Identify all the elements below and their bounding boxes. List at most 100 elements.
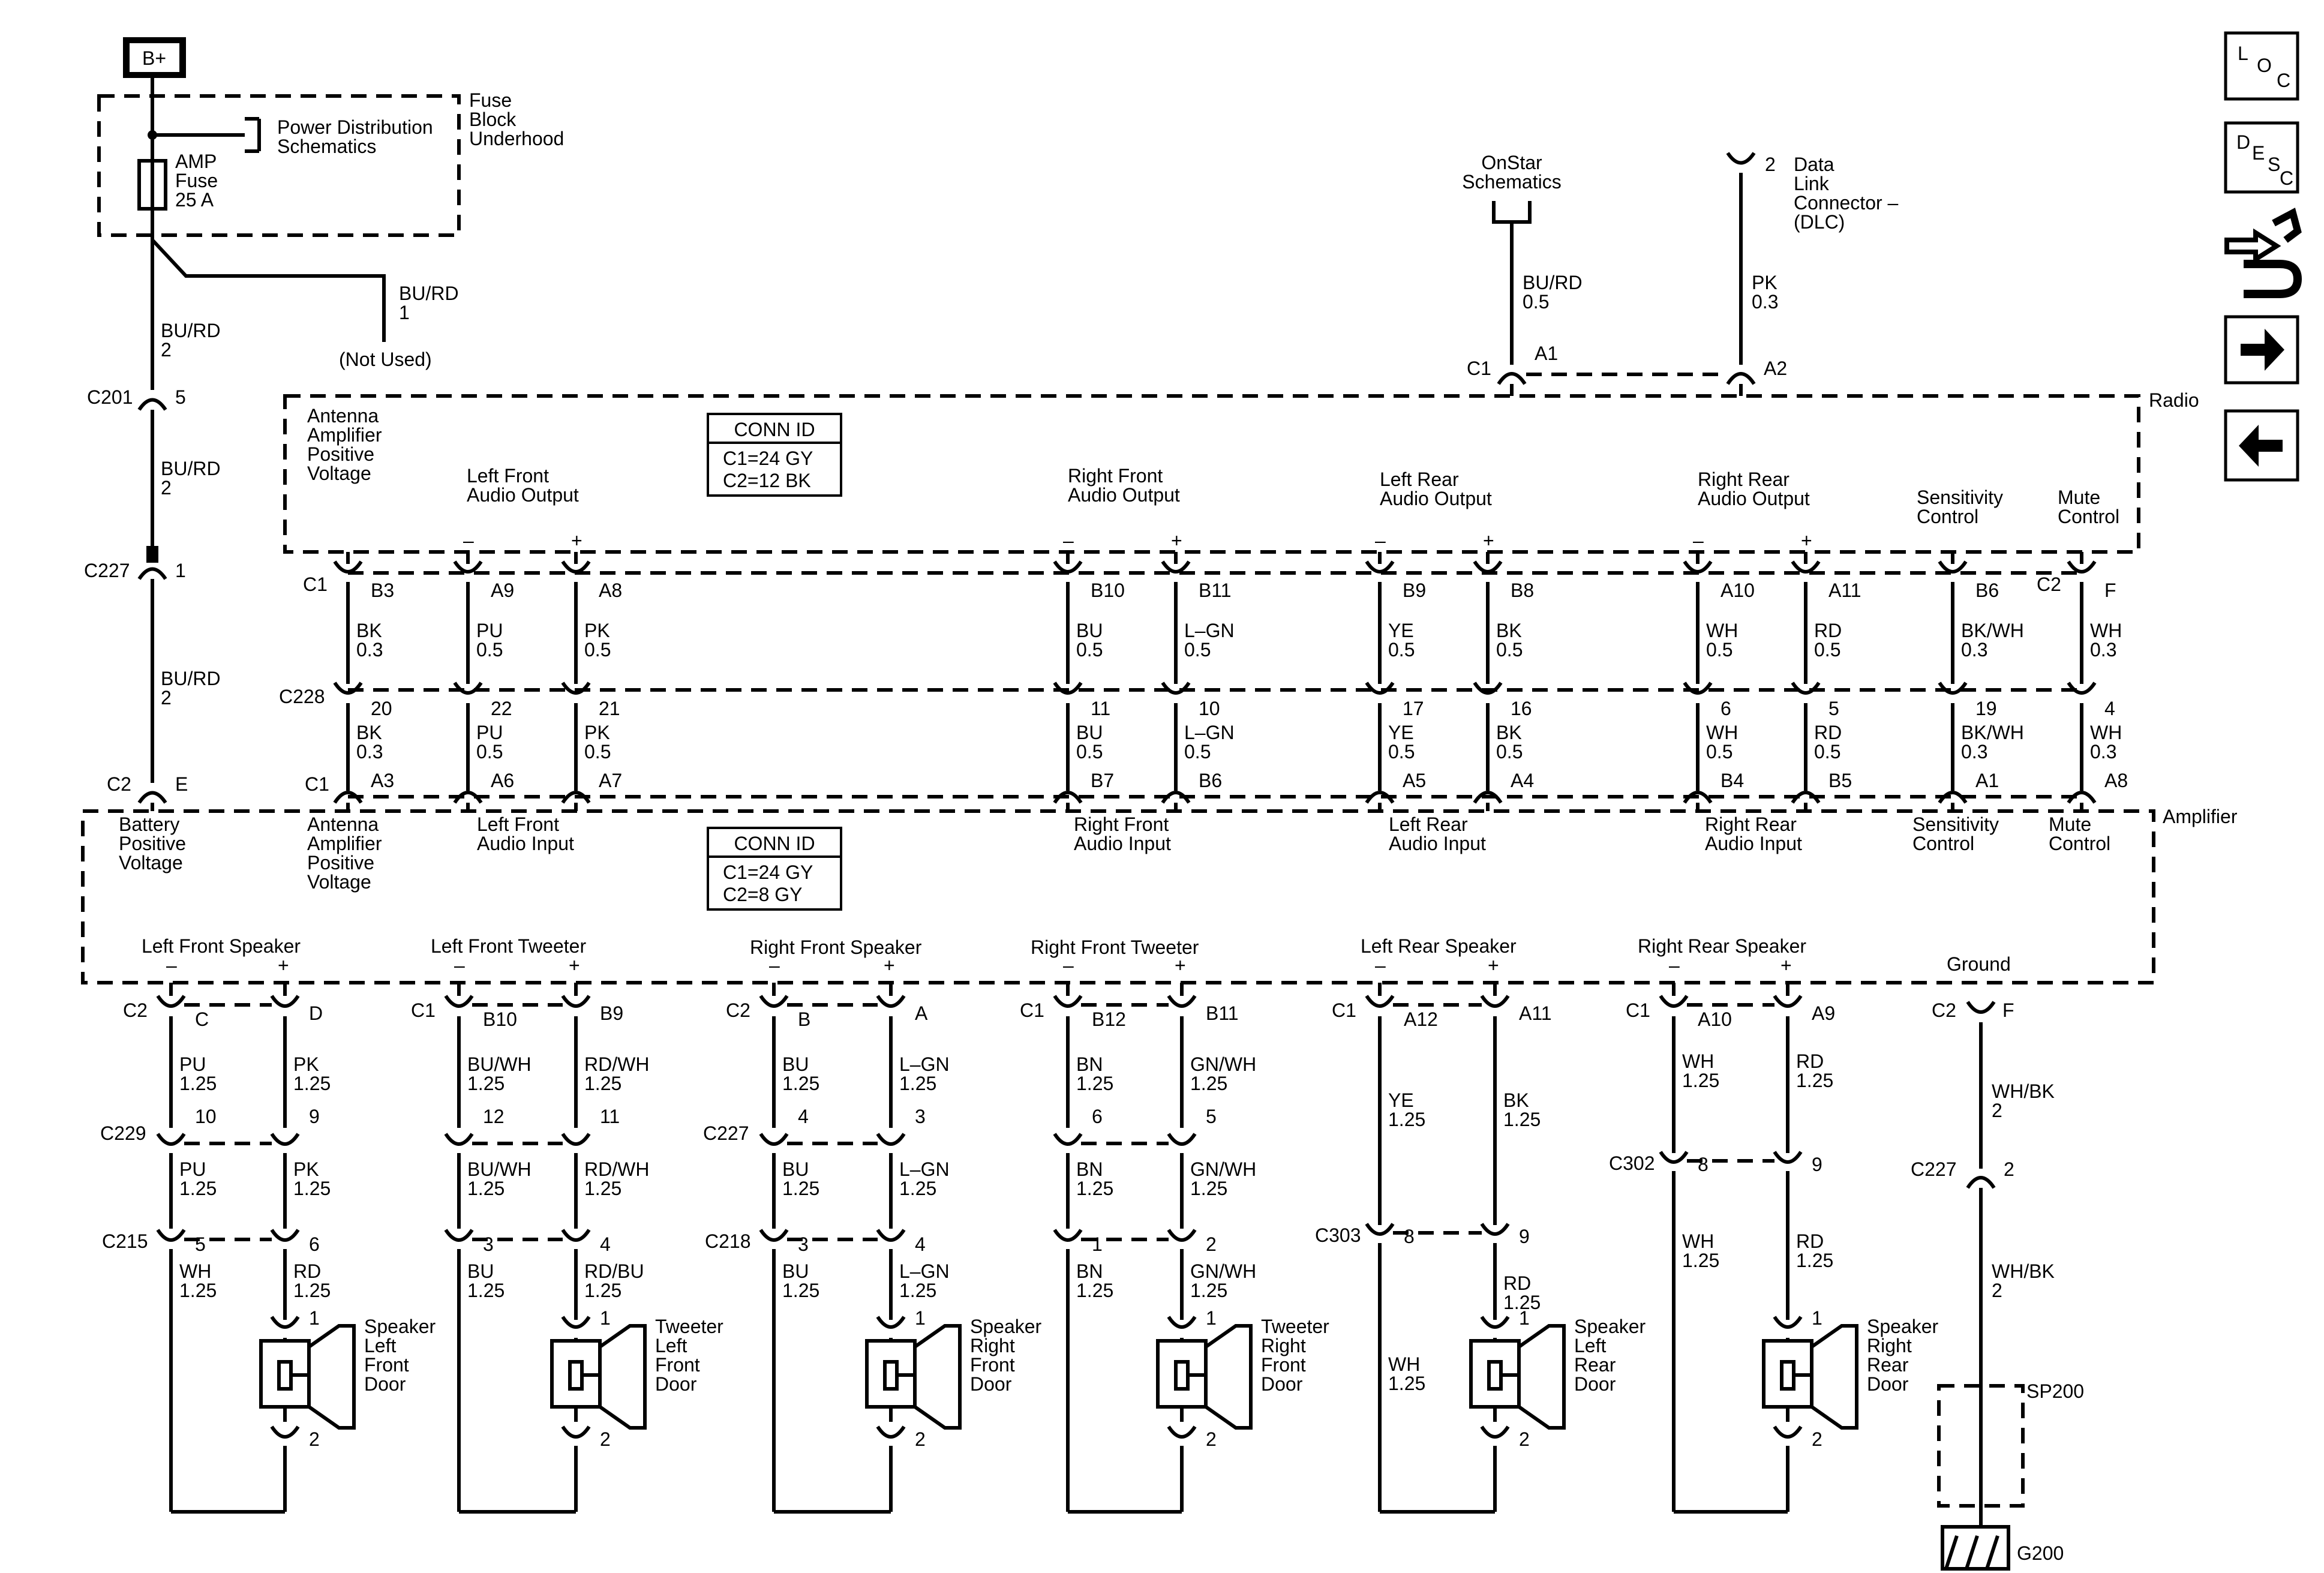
pin-label: 6 bbox=[1092, 1106, 1103, 1127]
onstar-bracket bbox=[1492, 201, 1532, 224]
amp-input-label: Sensitivity bbox=[1912, 813, 1999, 835]
pin-label: A1 bbox=[1975, 770, 1999, 791]
amp-input-label: Audio Input bbox=[1705, 833, 1802, 854]
wire-label: 0.5 bbox=[476, 741, 503, 763]
pin-label: B9 bbox=[600, 1002, 623, 1024]
polarity-label: – bbox=[1063, 530, 1074, 551]
wire-label: 0.3 bbox=[356, 639, 383, 661]
back-arrow-icon[interactable] bbox=[2224, 409, 2299, 482]
connector-label: C302 bbox=[1609, 1152, 1655, 1174]
pin-label: D bbox=[309, 1002, 323, 1024]
speaker-label: Front bbox=[364, 1354, 409, 1376]
wire-label: 1.25 bbox=[293, 1178, 331, 1199]
wire-label: PU bbox=[476, 620, 503, 641]
radio-group-label: Audio Output bbox=[467, 484, 579, 506]
wire-label: RD bbox=[1503, 1272, 1531, 1294]
wire-label: 1.25 bbox=[1190, 1178, 1227, 1199]
wire-label: PK bbox=[293, 1158, 319, 1180]
pin-label: A1 bbox=[1535, 343, 1558, 364]
wire-label: L–GN bbox=[899, 1260, 950, 1282]
ground-circuit: C2 F WH/BK 2 C227 2 WH/BK 2 SP200 G200 bbox=[1911, 999, 2084, 1571]
wire-label: 1.25 bbox=[782, 1280, 819, 1301]
pin-label: B5 bbox=[1828, 770, 1852, 791]
pin-label: F bbox=[2104, 580, 2116, 601]
wire-label: RD/WH bbox=[584, 1158, 649, 1180]
pin-label: 19 bbox=[1975, 698, 1997, 719]
connector-label: C1 bbox=[1467, 358, 1491, 379]
wire-label: WH bbox=[1682, 1050, 1714, 1072]
wire-label: RD bbox=[1814, 722, 1842, 743]
pin-label: A6 bbox=[491, 770, 514, 791]
speaker-icon: 12 bbox=[259, 1307, 356, 1512]
next-arrow-icon[interactable] bbox=[2224, 315, 2299, 385]
pin-label: 2 bbox=[309, 1428, 320, 1450]
pin-label: 5 bbox=[1828, 698, 1839, 719]
wire-label: 1.25 bbox=[584, 1178, 621, 1199]
radio-outline bbox=[283, 394, 2140, 554]
repair-icon[interactable] bbox=[2224, 208, 2302, 298]
connector-label: C1 bbox=[303, 574, 328, 595]
wire-label: 1.25 bbox=[1682, 1070, 1719, 1091]
location-icon[interactable]: L O C bbox=[2224, 31, 2299, 101]
amp-input-label: Right Rear bbox=[1705, 813, 1797, 835]
wire-label: 2 bbox=[161, 687, 172, 709]
pin-label: 12 bbox=[483, 1106, 505, 1127]
nav-letter: E bbox=[2252, 142, 2265, 164]
amp-input-label: Control bbox=[1912, 833, 1974, 854]
nav-letter: C bbox=[2280, 167, 2293, 189]
polarity-label: – bbox=[1693, 530, 1704, 551]
wire-label: 1.25 bbox=[179, 1073, 217, 1094]
polarity-label: – bbox=[769, 954, 780, 976]
pin-label: 2 bbox=[1519, 1428, 1530, 1450]
wire-label: RD bbox=[293, 1260, 321, 1282]
pin-label: 6 bbox=[1721, 698, 1731, 719]
wire-label: 1 bbox=[399, 302, 410, 323]
conn-id-title: CONN ID bbox=[734, 419, 815, 440]
polarity-label: + bbox=[1780, 954, 1792, 976]
speaker-label: Front bbox=[1261, 1354, 1306, 1376]
wire-label: 1.25 bbox=[1190, 1280, 1227, 1301]
pin-label: 21 bbox=[599, 698, 620, 719]
speaker-label: Front bbox=[970, 1354, 1015, 1376]
wire-label: 2 bbox=[161, 339, 172, 361]
nav-letter: C bbox=[2277, 70, 2290, 91]
wire-label: 0.5 bbox=[1184, 639, 1211, 661]
speaker-label: Left bbox=[364, 1335, 396, 1356]
wire-label: GN/WH bbox=[1190, 1053, 1256, 1075]
pin-label: B6 bbox=[1199, 770, 1222, 791]
wire-label: 2 bbox=[161, 477, 172, 499]
wire-label: BU/RD bbox=[161, 320, 221, 341]
wire-label: 0.5 bbox=[1076, 639, 1103, 661]
description-icon[interactable]: D E S C bbox=[2224, 121, 2299, 194]
wire-label: WH bbox=[1682, 1230, 1714, 1252]
wire-label: RD/WH bbox=[584, 1053, 649, 1075]
pin-label: A4 bbox=[1511, 770, 1534, 791]
wire-label: 1.25 bbox=[293, 1280, 331, 1301]
radio-group-label: Audio Output bbox=[1380, 488, 1492, 509]
speaker-label: Rear bbox=[1867, 1354, 1909, 1376]
splice-label: SP200 bbox=[2026, 1380, 2084, 1402]
wire-label: BU bbox=[782, 1053, 809, 1075]
pin-label: 4 bbox=[2104, 698, 2115, 719]
amp-input-label: Left Rear bbox=[1389, 813, 1468, 835]
wire-label: BU/WH bbox=[467, 1053, 532, 1075]
wire-label: PU bbox=[179, 1053, 206, 1075]
pin-label: B11 bbox=[1206, 1002, 1239, 1024]
pin-label: C bbox=[195, 1008, 209, 1030]
wire-label: 0.5 bbox=[1706, 741, 1733, 763]
connector-label: C1 bbox=[1332, 999, 1356, 1021]
polarity-label: – bbox=[463, 530, 474, 551]
wire-label: WH bbox=[1388, 1353, 1420, 1375]
pin-label: 3 bbox=[915, 1106, 926, 1127]
amp-input-label: Antenna bbox=[307, 813, 379, 835]
wire-label: 1.25 bbox=[293, 1073, 331, 1094]
speaker-label: Left bbox=[1574, 1335, 1606, 1356]
pin-label: 4 bbox=[798, 1106, 809, 1127]
battery-label: B+ bbox=[142, 47, 166, 69]
pin-label: B7 bbox=[1091, 770, 1114, 791]
